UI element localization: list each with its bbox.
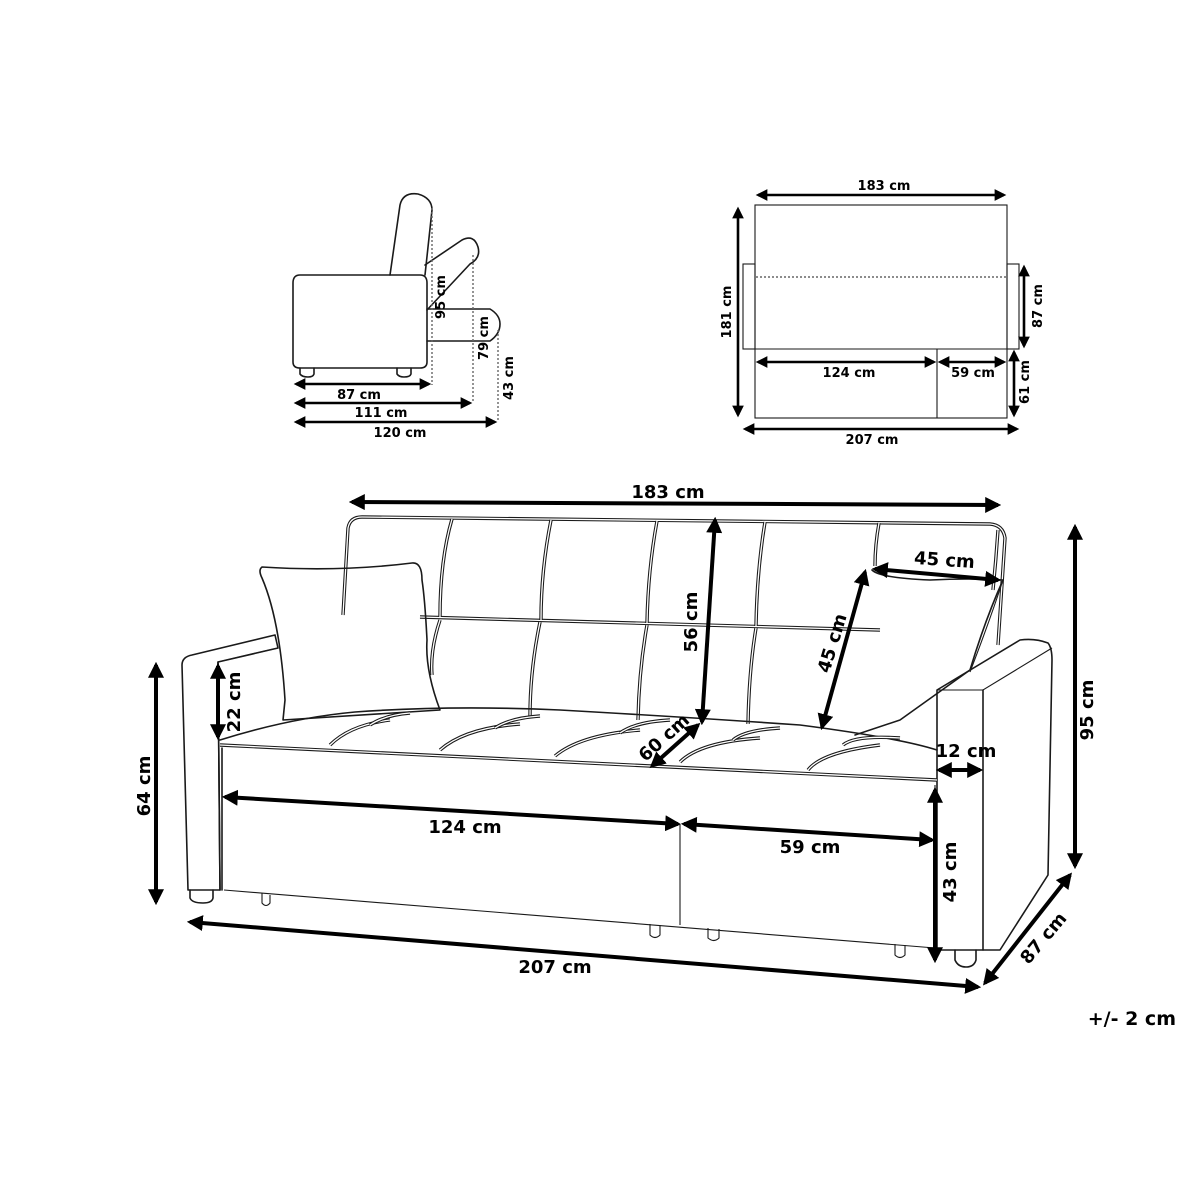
label-backrest-height: 56 cm [681, 592, 702, 653]
label-front-overall-width: 207 cm [518, 957, 591, 978]
dim-87-front-arrow [983, 872, 1072, 986]
label-front-main-section: 124 cm [428, 817, 501, 838]
label-depth-bed: 120 cm [374, 426, 427, 441]
label-reclined-height: 79 cm [477, 316, 492, 360]
label-front-side-section: 59 cm [780, 837, 841, 858]
dim-183-front-arrow [348, 494, 1002, 513]
label-top-main-section: 124 cm [823, 366, 876, 381]
dim-45-height-arrow [817, 568, 870, 731]
dim-124-front-arrow [221, 789, 682, 832]
label-cushion-width: 45 cm [913, 548, 975, 573]
label-bed-height: 43 cm [502, 356, 517, 400]
label-top-backrest-width: 183 cm [858, 179, 911, 194]
label-depth-reclined: 111 cm [355, 406, 408, 421]
label-armrest-height-above-seat: 22 cm [224, 672, 245, 733]
label-depth-seated: 87 cm [337, 388, 381, 403]
dim-45-width-arrow [871, 562, 1002, 587]
label-seat-height: 43 cm [940, 842, 961, 903]
label-extension-depth: 61 cm [1018, 360, 1033, 404]
top-view: 183 cm 181 cm 87 cm 124 cm 59 cm 61 cm 2… [720, 179, 1046, 448]
label-overall-depth: 87 cm [1016, 908, 1071, 968]
label-arm-height: 64 cm [134, 756, 155, 817]
label-backrest-height: 95 cm [434, 275, 449, 319]
label-front-backrest-width: 183 cm [631, 482, 704, 503]
dim-56-arrow [694, 516, 723, 726]
label-top-side-section: 59 cm [951, 366, 995, 381]
dim-207-front-arrow [186, 915, 982, 994]
label-top-overall-width: 207 cm [846, 433, 899, 448]
tolerance-note: +/- 2 cm [1087, 1008, 1176, 1030]
side-view: 87 cm 111 cm 120 cm 95 cm 79 cm 43 cm [292, 192, 517, 441]
label-armrest-width: 12 cm [936, 741, 997, 762]
dim-59-front-arrow [680, 816, 936, 848]
dim-60-arrow [649, 722, 701, 769]
label-bed-length: 181 cm [720, 286, 735, 339]
label-top-seat-depth: 87 cm [1031, 284, 1046, 328]
front-view: 183 cm 56 cm 45 cm 45 cm 60 cm 22 cm 64 … [134, 482, 1098, 994]
label-total-height: 95 cm [1077, 680, 1098, 741]
